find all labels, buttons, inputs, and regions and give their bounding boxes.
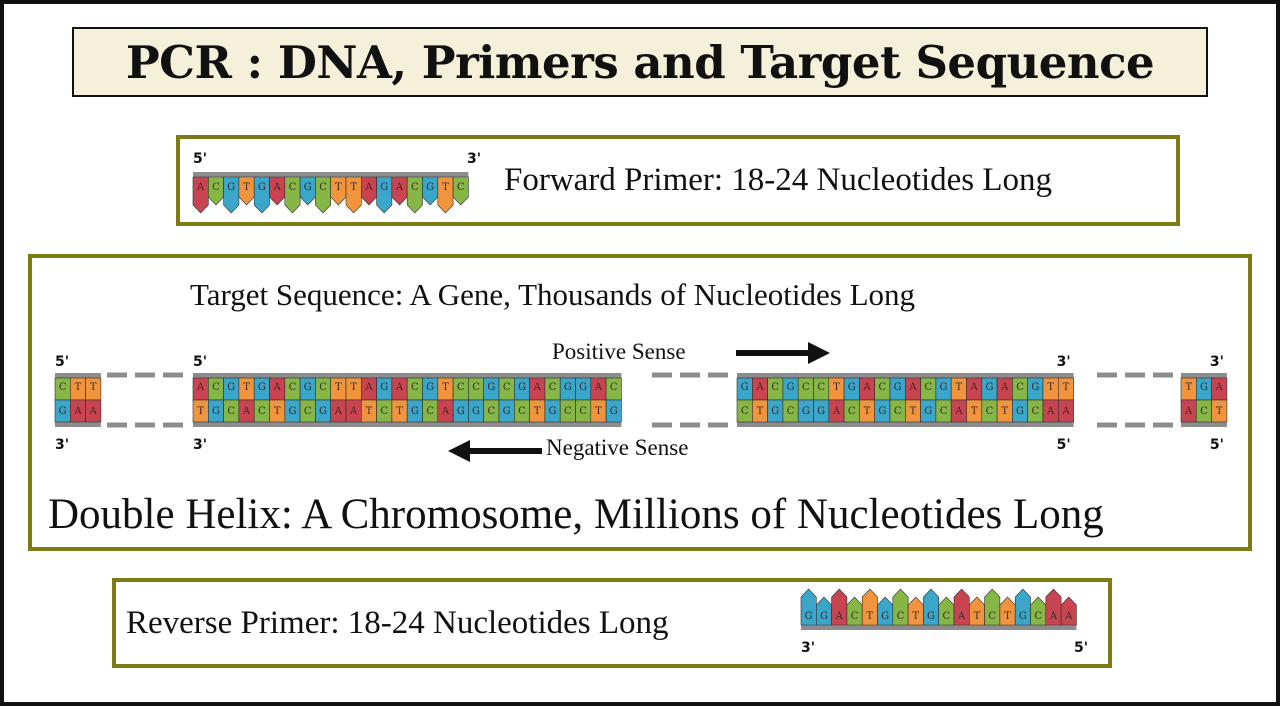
positive-sense-label: Positive Sense <box>552 339 686 364</box>
forward-primer-label: Forward Primer: 18-24 Nucleotides Long <box>504 162 1053 198</box>
positive-sense-arrow-icon <box>736 342 830 364</box>
reverse-primer-label: Reverse Primer: 18-24 Nucleotides Long <box>126 605 669 641</box>
title-box: PCR : DNA, Primers and Target Sequence <box>72 27 1208 97</box>
page-title: PCR : DNA, Primers and Target Sequence <box>125 35 1155 89</box>
negative-sense-arrow-icon <box>448 440 542 462</box>
double-helix-caption: Double Helix: A Chromosome, Millions of … <box>48 491 1104 538</box>
negative-sense-label: Negative Sense <box>546 435 689 460</box>
target-sequence-label: Target Sequence: A Gene, Thousands of Nu… <box>190 277 916 312</box>
